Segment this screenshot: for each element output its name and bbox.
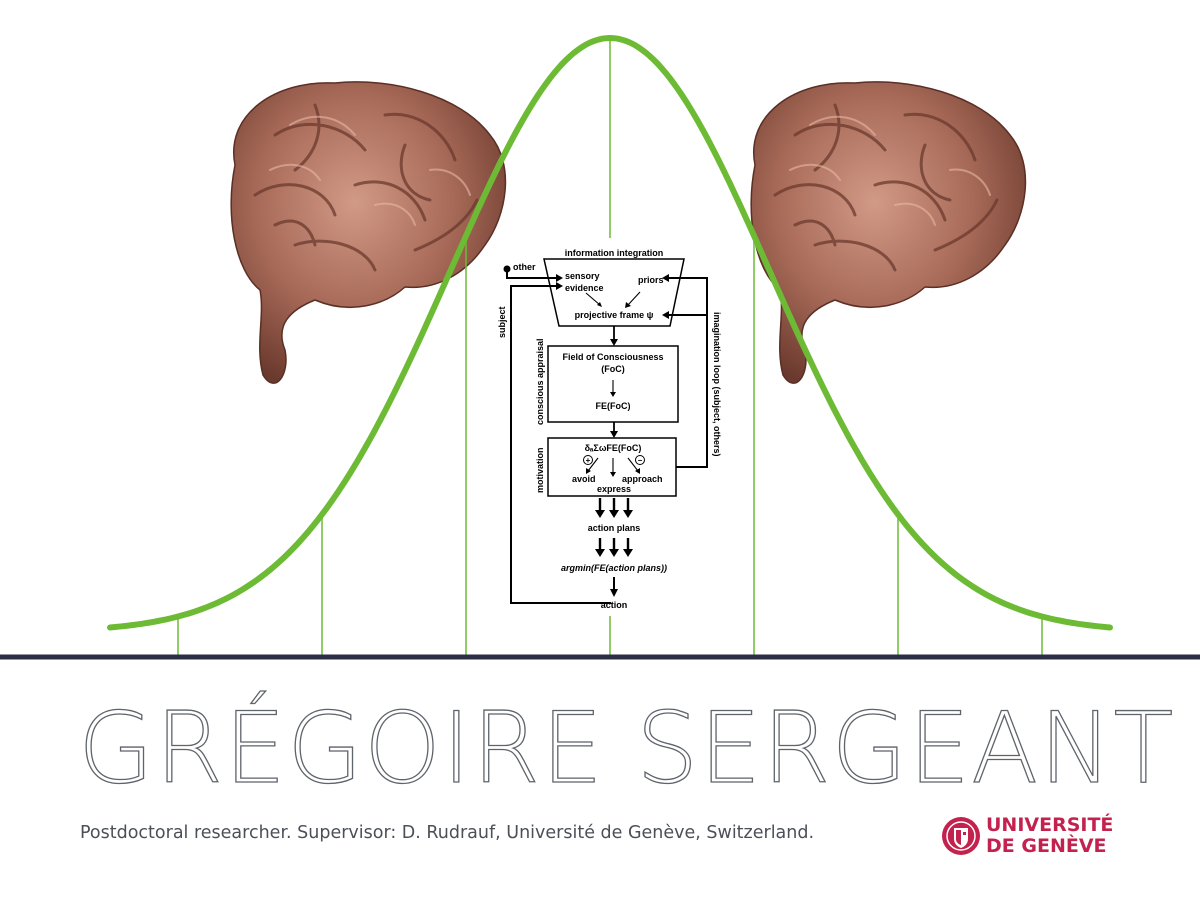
university-logo[interactable]: UNIVERSITÉ DE GENÈVE: [940, 813, 1120, 861]
label-action-plans: action plans: [588, 523, 641, 533]
label-other: other: [513, 262, 536, 272]
label-projective-frame: projective frame ψ: [575, 310, 654, 320]
person-subtitle: Postdoctoral researcher. Supervisor: D. …: [80, 823, 815, 843]
label-information-integration: information integration: [565, 248, 664, 258]
motivation-box: [547, 437, 677, 497]
label-priors: priors: [638, 275, 664, 285]
label-express: express: [597, 484, 631, 494]
label-sensory: sensory: [565, 271, 600, 281]
label-foc-abbr: (FoC): [601, 364, 625, 374]
bell-curve: [107, 34, 1113, 631]
label-minus: −: [638, 456, 643, 465]
label-avoid: avoid: [572, 474, 596, 484]
label-approach: approach: [622, 474, 663, 484]
person-name: GRÉGOIRE SERGEANT: [77, 692, 1175, 806]
label-motivation: motivation: [535, 447, 545, 493]
brain-image-right: [749, 80, 1027, 385]
label-delta-expression: δₐΣωFE(FoC): [585, 443, 642, 453]
label-conscious-appraisal: conscious appraisal: [535, 338, 545, 425]
triple-arrow-2: [595, 538, 633, 557]
label-subject: subject: [497, 306, 507, 338]
triple-arrow-1: [595, 498, 633, 518]
information-integration-box: [543, 258, 685, 327]
label-argmin: argmin(FE(action plans)): [561, 563, 667, 573]
label-imagination-loop: imagination loop (subject, others): [712, 312, 722, 457]
university-logo-line2: DE GENÈVE: [986, 835, 1107, 857]
consciousness-diagram: information integration sensory evidence…: [497, 248, 722, 610]
label-plus: +: [586, 456, 591, 465]
label-action: action: [601, 600, 628, 610]
label-foc-title: Field of Consciousness: [562, 352, 663, 362]
label-evidence: evidence: [565, 283, 604, 293]
university-seal-icon: [942, 817, 980, 855]
label-fe-foc: FE(FoC): [596, 401, 631, 411]
university-logo-line1: UNIVERSITÉ: [986, 814, 1114, 836]
